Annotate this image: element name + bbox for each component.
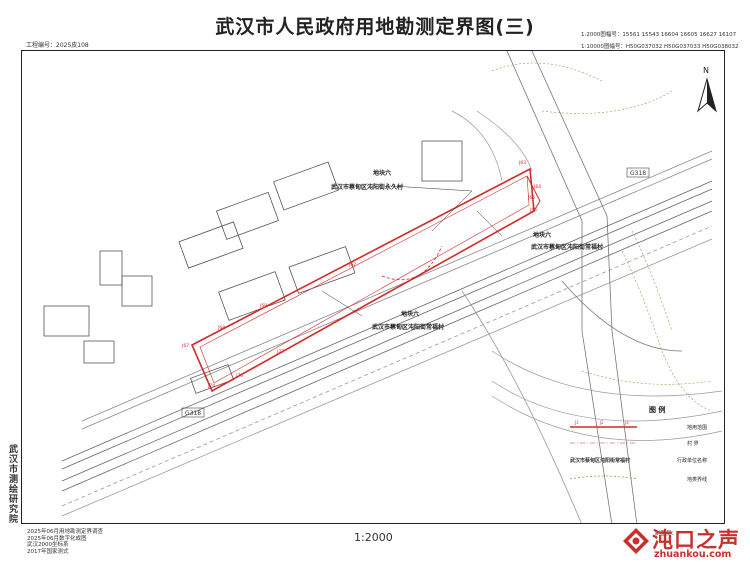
map-frame[interactable]: G318 G318 J74 J76 J77 J67 J68 J59 J62 J6… [21, 50, 725, 524]
point-label: J77 [276, 349, 284, 355]
parcel-title: 地块六 [373, 169, 391, 177]
legend-sample: J1 [574, 420, 579, 425]
point-label: J67 [181, 343, 189, 349]
legend-label: 村 界 [687, 440, 699, 447]
acquisition-boundary-inner [199, 175, 530, 384]
parcel-labels: 地块六 武汉市蔡甸区沌阳街永久村 地块六 武汉市蔡甸区沌阳街常福村 地块六 武汉… [331, 169, 603, 331]
parcel-owner: 武汉市蔡甸区沌阳街永久村 [331, 183, 403, 191]
parcel-owner: 武汉市蔡甸区沌阳街常福村 [372, 323, 444, 331]
point-label: J59 [259, 303, 267, 309]
point-label: J74 [207, 383, 215, 389]
scale-label: 1:2000 [354, 531, 393, 544]
watermark: 沌口之声 zhuankou.com [618, 524, 748, 563]
ramp-lines [451, 110, 723, 441]
point-label: J76 [235, 373, 243, 379]
highway-lines [61, 150, 713, 517]
point-label: J66 [529, 207, 537, 213]
point-label: J63 [518, 160, 526, 166]
parcel-title: 地块六 [401, 310, 419, 318]
point-label: J68 [217, 325, 225, 331]
parcel-owner: 武汉市蔡甸区沌阳街常福村 [531, 243, 603, 251]
surveyor-label: 制图员： [655, 531, 678, 537]
note-line: 2017年国家测式 [27, 548, 69, 555]
leader-lines [321, 185, 503, 317]
map-canvas: G318 G318 J74 J76 J77 J67 J68 J59 J62 J6… [43, 51, 723, 523]
cross-road [461, 51, 683, 523]
legend-sample: 武汉市蔡甸区沌阳街常福村 [570, 457, 630, 464]
project-number: 工程编号：2025皮108 [26, 42, 89, 49]
legend-label: 行政单位名称 [677, 457, 707, 464]
map-title: 武汉市人民政府用地勘测定界图(三) [215, 16, 535, 38]
parcel-title: 地块六 [533, 231, 551, 239]
road-shields: G318 G318 [181, 167, 650, 418]
north-arrow [697, 77, 717, 113]
note-line: 2025年06月数字化成图 [27, 535, 87, 542]
legend-title: 图 例 [649, 405, 665, 414]
buildings [43, 140, 463, 394]
map-notes: 2025年06月用地勘测定界调查 2025年06月数字化成图 武汉2000坐标系… [27, 529, 103, 555]
watermark-cn: 沌口之声 [652, 528, 740, 552]
legend: 图 例 J1 J2 J3 地用范围 村 界 武汉市蔡甸区沌阳街常福村 行政单位名… [569, 405, 707, 483]
watermark-en: zhuankou.com [654, 549, 732, 560]
legend-sample: J2 [599, 420, 604, 425]
note-line: 2025年06月用地勘测定界调查 [27, 529, 103, 535]
note-line: 武汉2000坐标系 [27, 542, 69, 548]
acquisition-boundary[interactable] [190, 167, 535, 393]
point-labels: J74 J76 J77 J67 J68 J59 J62 J63 J64 J65 … [181, 160, 541, 389]
village-boundary [381, 245, 443, 281]
sheet-number-10000: 1:10000图幅号：H50G037032 H50G037033 H50G038… [581, 44, 739, 50]
sheet-number-2000: 1:2000图幅号：15561 15543 16604 16605 16627 … [581, 32, 737, 38]
legend-label: 地用范围 [687, 424, 707, 431]
legend-label: 地类界线 [687, 476, 707, 483]
point-label: J64 [533, 184, 541, 190]
point-label: J62 [348, 262, 356, 268]
road-label-g318-1: G318 [630, 170, 646, 177]
legend-sample: J3 [624, 420, 629, 425]
terrain-lines [491, 62, 713, 412]
point-label: J65 [527, 195, 535, 201]
watermark-logo-icon [623, 528, 649, 554]
road-label-g318-2: G318 [185, 410, 201, 417]
institute-side-label: 武汉市测绘研究院 [9, 445, 19, 525]
north-label: N [703, 66, 709, 75]
